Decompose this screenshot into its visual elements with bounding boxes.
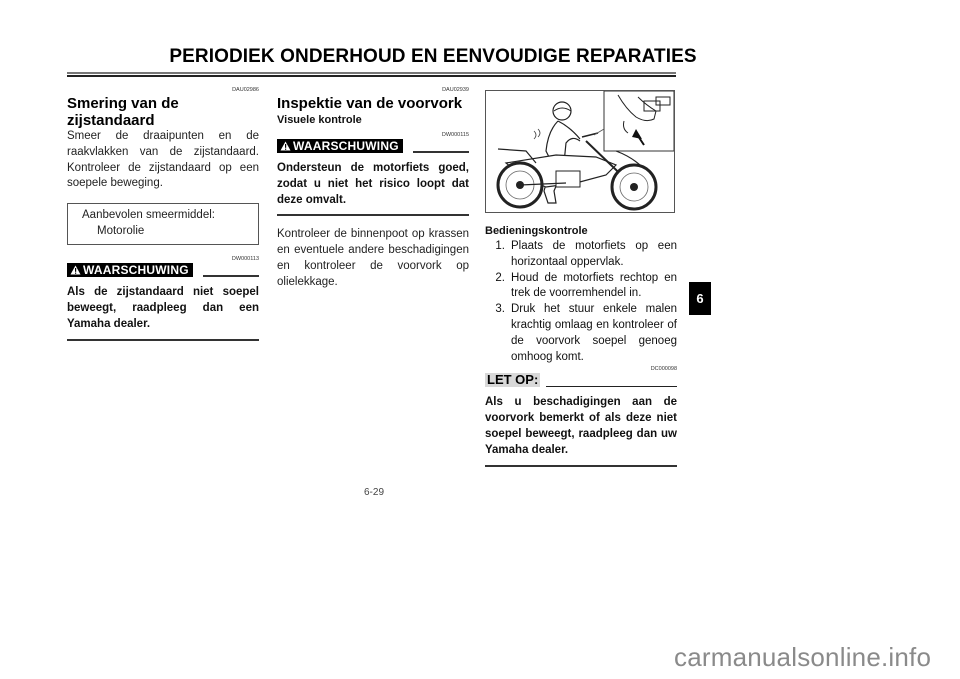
caution-header: LET OP:: [485, 372, 677, 388]
lubricant-label: Aanbevolen smeermiddel:: [82, 209, 215, 222]
section-code: DAU02939: [442, 87, 469, 93]
warning-badge: WAARSCHUWING: [277, 139, 403, 153]
warning-badge: WAARSCHUWING: [67, 263, 193, 278]
body-text: Smeer de draaipunten en de raakvlakken v…: [67, 130, 259, 190]
section-heading: Smering van de zijstandaard: [67, 95, 179, 129]
warning-rule: [202, 275, 259, 278]
section-subheading: Bedieningskontrole: [485, 225, 588, 237]
chapter-tab: 6: [689, 282, 711, 315]
warning-label: WAARSCHUWING: [293, 139, 399, 153]
motorcycle-front-fork-illustration-icon: [496, 90, 675, 211]
column-side-stand: DAU02986 Smering van de zijstandaard Sme…: [67, 80, 259, 341]
steps-list: 1. Plaats de motorfiets op een horizonta…: [485, 239, 677, 365]
warning-text: Als de zijstandaard niet soepel beweegt,…: [67, 286, 259, 330]
warning-label: WAARSCHUWING: [83, 263, 189, 278]
warning-rule: [412, 151, 469, 153]
warning-triangle-icon: [280, 141, 291, 151]
warning-triangle-icon: [70, 265, 81, 275]
motorcycle-illustration: [485, 90, 675, 213]
list-item: 2. Houd de motorfiets rechtop en trek de…: [485, 271, 677, 303]
step-number: 2.: [495, 271, 505, 284]
lubricant-box: Aanbevolen smeermiddel: Motorolie: [67, 203, 259, 246]
section-code: DAU02986: [232, 87, 259, 93]
caution-rule: [546, 385, 677, 388]
page-title: PERIODIEK ONDERHOUD EN EENVOUDIGE REPARA…: [169, 46, 697, 67]
caution-end-rule: [485, 464, 677, 467]
lubricant-value: Motorolie: [97, 224, 145, 237]
column-front-fork: DAU02939 Inspektie van de voorvork Visue…: [277, 80, 469, 291]
list-item: 1. Plaats de motorfiets op een horizonta…: [485, 239, 677, 271]
warning-end-rule: [277, 214, 469, 217]
title-rule: [67, 75, 676, 77]
page-number: 6-29: [364, 487, 385, 498]
warning-header: WAARSCHUWING: [67, 263, 259, 278]
warning-code: DW000115: [441, 132, 469, 138]
step-text: Druk het stuur enkele malen krachtig oml…: [511, 303, 677, 363]
list-item: 3. Druk het stuur enkele malen krachtig …: [485, 302, 677, 365]
title-rule: [67, 72, 676, 74]
caution-text: Als u beschadigingen aan de voorvork bem…: [485, 396, 677, 456]
warning-text: Ondersteun de motorfiets goed, zodat u n…: [277, 162, 469, 206]
caution-code: DC000098: [650, 366, 677, 373]
caution-badge: LET OP:: [485, 372, 541, 388]
section-subheading: Visuele kontrole: [277, 114, 362, 126]
watermark: carmanualsonline.info: [674, 642, 932, 672]
section-heading: Inspektie van de voorvork: [277, 95, 463, 112]
body-text: Kontroleer de binnenpoot op krassen en e…: [277, 228, 469, 288]
step-text: Houd de motorfiets rechtop en trek de vo…: [511, 271, 677, 300]
step-number: 1.: [495, 240, 505, 252]
column-operation-check: Bedieningskontrole 1. Plaats de motorfie…: [485, 80, 677, 467]
warning-end-rule: [67, 338, 259, 341]
step-text: Plaats de motorfiets op een horizontaal …: [511, 240, 677, 268]
warning-header: WAARSCHUWING: [277, 139, 469, 153]
warning-code: DW000113: [231, 256, 259, 263]
step-number: 3.: [495, 303, 505, 316]
